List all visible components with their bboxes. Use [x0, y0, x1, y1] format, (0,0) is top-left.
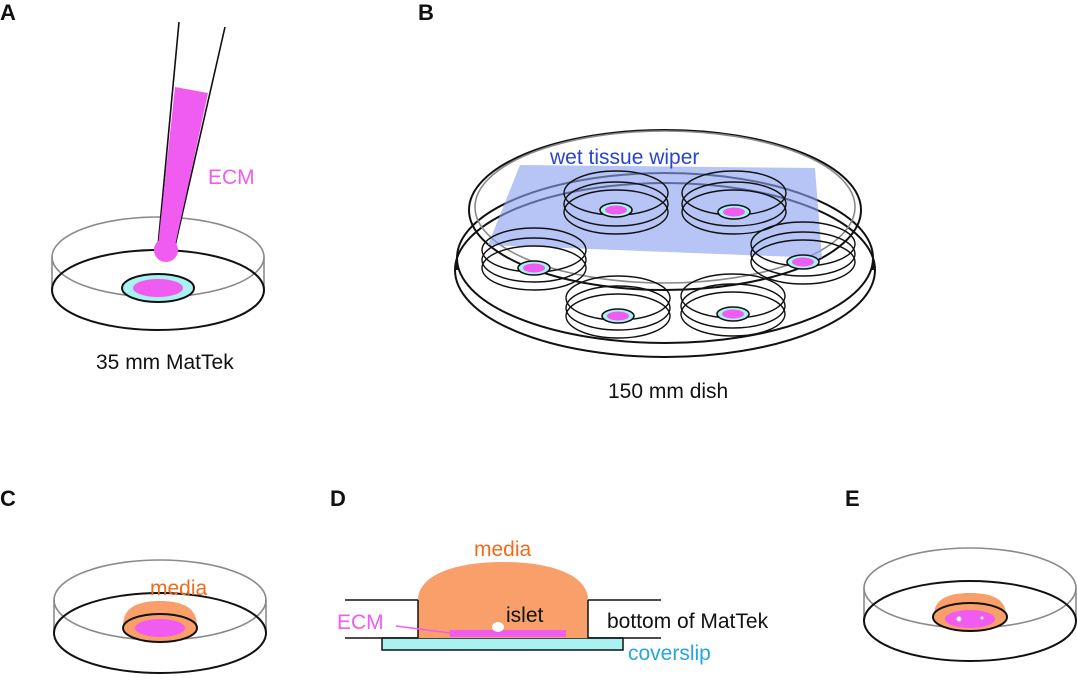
small-dish-5-mid [565, 285, 671, 331]
islet-label: islet [506, 604, 544, 627]
media-drop [418, 562, 588, 638]
small-dish-6-mid [680, 283, 786, 329]
small-dish-1-mid [563, 181, 669, 227]
small-dish-3 [481, 227, 587, 291]
panel-b: B [418, 0, 876, 403]
small-dish-5 [565, 275, 671, 339]
small-dish-3-mid [481, 237, 587, 283]
islet [492, 622, 504, 632]
small-dish-2-mid [681, 181, 787, 227]
pipette-tip [154, 21, 226, 262]
small-dish-4-base [750, 239, 856, 285]
panel-d-letter: D [330, 486, 346, 511]
small-dish-4-ecm [792, 257, 814, 267]
media-label-d: media [474, 538, 532, 561]
small-dish-6-ecm [722, 309, 744, 319]
small-dish-5-base [565, 293, 671, 339]
dish-e-islet-2 [980, 616, 984, 620]
dish-e-islet-1 [956, 616, 962, 622]
pipette-right-edge [174, 26, 226, 247]
panel-c-letter: C [0, 486, 16, 511]
small-dish-4 [750, 221, 856, 285]
dish-e-ecm [945, 610, 995, 628]
small-dish-3-base [481, 245, 587, 291]
pipette-ecm-fill [158, 87, 208, 246]
small-dish-2 [681, 170, 787, 235]
dish-e-base [863, 580, 1077, 662]
mattek-cross-section [345, 562, 661, 651]
ecm-droplet [154, 238, 178, 262]
small-dish-5-ecm [607, 311, 629, 321]
ecm-label-d: ECM [337, 611, 384, 634]
large-dish-lid [468, 129, 862, 291]
panel-b-letter: B [418, 0, 434, 25]
ecm-layer [450, 630, 566, 637]
panel-c: C media [0, 486, 267, 674]
small-dish-2-ecm [723, 207, 745, 217]
small-dish-6 [680, 273, 786, 337]
mattek-dish-e [863, 547, 1077, 662]
small-dish-6-base [680, 291, 786, 337]
panel-a: A ECM 35 mm MatTek [0, 0, 265, 374]
small-dish-3-ecm [523, 263, 545, 273]
small-dish-1-ecm [605, 205, 627, 215]
caption-b: 150 mm dish [608, 380, 728, 403]
coverslip-label: coverslip [628, 642, 711, 665]
caption-a: 35 mm MatTek [96, 351, 234, 374]
pipette-left-edge [157, 21, 180, 247]
panel-e-letter: E [845, 486, 860, 511]
small-dish-2-base [681, 189, 787, 235]
dish-c-base [53, 592, 267, 674]
small-dish-1-base [563, 189, 669, 235]
mattek-dish-c [53, 559, 267, 674]
wiper-label: wet tissue wiper [549, 146, 699, 169]
ecm-label-a: ECM [208, 166, 255, 189]
coverslip [381, 637, 624, 651]
large-dish-lid-inner [474, 130, 856, 284]
mattek-dish-a [51, 216, 265, 331]
ecm-leader-line [395, 625, 451, 634]
small-dish-4-mid [750, 231, 856, 277]
panel-a-letter: A [0, 0, 16, 25]
bottom-of-mattek-label: bottom of MatTek [607, 610, 769, 633]
media-label-c: media [150, 577, 208, 600]
panel-d: D media ECM islet bottom of MatTek cover… [330, 486, 769, 665]
dish-a-ecm-drop [133, 279, 183, 297]
small-dish-1 [563, 170, 669, 235]
dish-c-ecm [135, 619, 185, 637]
panel-e: E [845, 486, 1077, 662]
